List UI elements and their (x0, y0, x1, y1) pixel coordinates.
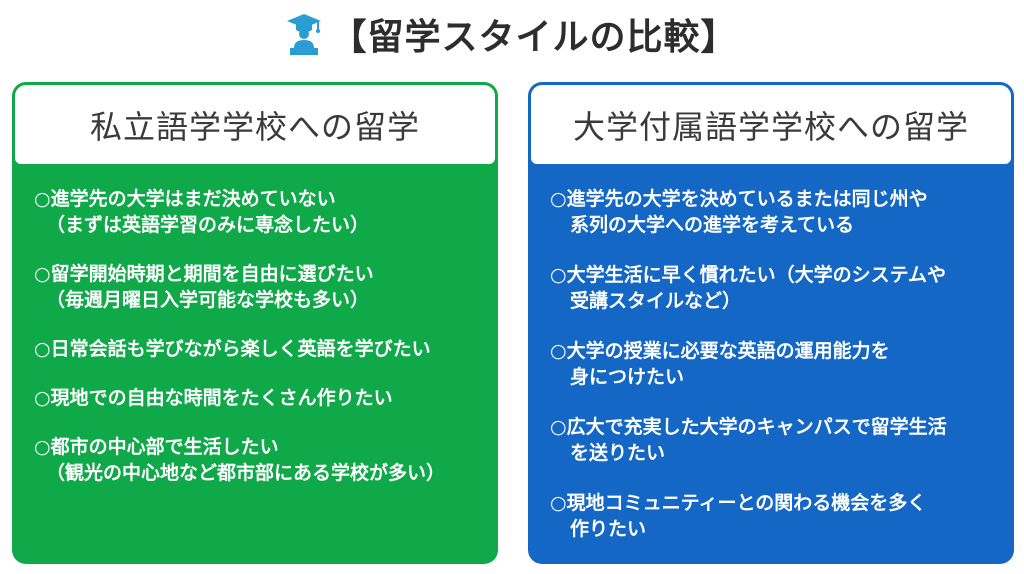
list-item: ○現地コミュニティーとの関わる機会を多く 作りたい (550, 490, 1006, 542)
item-line: ○進学先の大学はまだ決めていない (34, 188, 336, 210)
item-line: ○現地コミュニティーとの関わる機会を多く (550, 492, 927, 514)
list-item: ○日常会話も学びながら楽しく英語を学びたい (34, 336, 490, 362)
list-item: ○留学開始時期と期間を自由に選びたい （毎週月曜日入学可能な学校も多い） (34, 261, 490, 313)
list-item: ○進学先の大学はまだ決めていない （まずは英語学習のみに専念したい） (34, 186, 490, 238)
graduate-icon (287, 14, 322, 55)
item-line: 身につけたい (570, 366, 685, 388)
item-list: ○進学先の大学はまだ決めていない （まずは英語学習のみに専念したい） ○留学開始… (34, 186, 490, 509)
item-list: ○進学先の大学を決めているまたは同じ州や 系列の大学への進学を考えている ○大学… (550, 186, 1006, 566)
list-item: ○現地での自由な時間をたくさん作りたい (34, 385, 490, 411)
item-line: 系列の大学への進学を考えている (570, 214, 855, 236)
private-language-school-panel: 私立語学学校への留学 ○進学先の大学はまだ決めていない （まずは英語学習のみに専… (12, 82, 498, 564)
panel-header: 私立語学学校への留学 (15, 85, 495, 164)
item-line: 作りたい (570, 518, 647, 540)
item-line: ○日常会話も学びながら楽しく英語を学びたい (34, 338, 431, 360)
item-line: ○留学開始時期と期間を自由に選びたい (34, 263, 374, 285)
page-title-row: 【留学スタイルの比較】 (0, 4, 1024, 64)
panel-header: 大学付属語学学校への留学 (531, 85, 1011, 164)
item-line: （観光の中心地など都市部にある学校が多い） (46, 462, 446, 484)
list-item: ○都市の中心部で生活したい （観光の中心地など都市部にある学校が多い） (34, 434, 490, 486)
list-item: ○大学生活に早く慣れたい（大学のシステムや 受講スタイルなど） (550, 262, 1006, 314)
item-line: （まずは英語学習のみに専念したい） (46, 214, 370, 236)
panel-heading: 私立語学学校への留学 (89, 107, 420, 146)
list-item: ○進学先の大学を決めているまたは同じ州や 系列の大学への進学を考えている (550, 186, 1006, 238)
item-line: （毎週月曜日入学可能な学校も多い） (46, 289, 370, 311)
item-line: ○大学生活に早く慣れたい（大学のシステムや (550, 264, 947, 286)
item-line: ○都市の中心部で生活したい (34, 436, 279, 458)
university-language-school-panel: 大学付属語学学校への留学 ○進学先の大学を決めているまたは同じ州や 系列の大学へ… (528, 82, 1014, 564)
item-line: ○大学の授業に必要な英語の運用能力を (550, 340, 890, 362)
item-line: を送りたい (570, 442, 666, 464)
list-item: ○広大で充実した大学のキャンパスで留学生活 を送りたい (550, 414, 1006, 466)
item-line: ○現地での自由な時間をたくさん作りたい (34, 387, 393, 409)
item-line: ○広大で充実した大学のキャンパスで留学生活 (550, 416, 947, 438)
item-line: ○進学先の大学を決めているまたは同じ州や (550, 188, 928, 210)
list-item: ○大学の授業に必要な英語の運用能力を 身につけたい (550, 338, 1006, 390)
item-line: 受講スタイルなど） (570, 290, 742, 312)
page-title: 【留学スタイルの比較】 (330, 17, 738, 58)
panel-heading: 大学付属語学学校への留学 (572, 107, 969, 146)
